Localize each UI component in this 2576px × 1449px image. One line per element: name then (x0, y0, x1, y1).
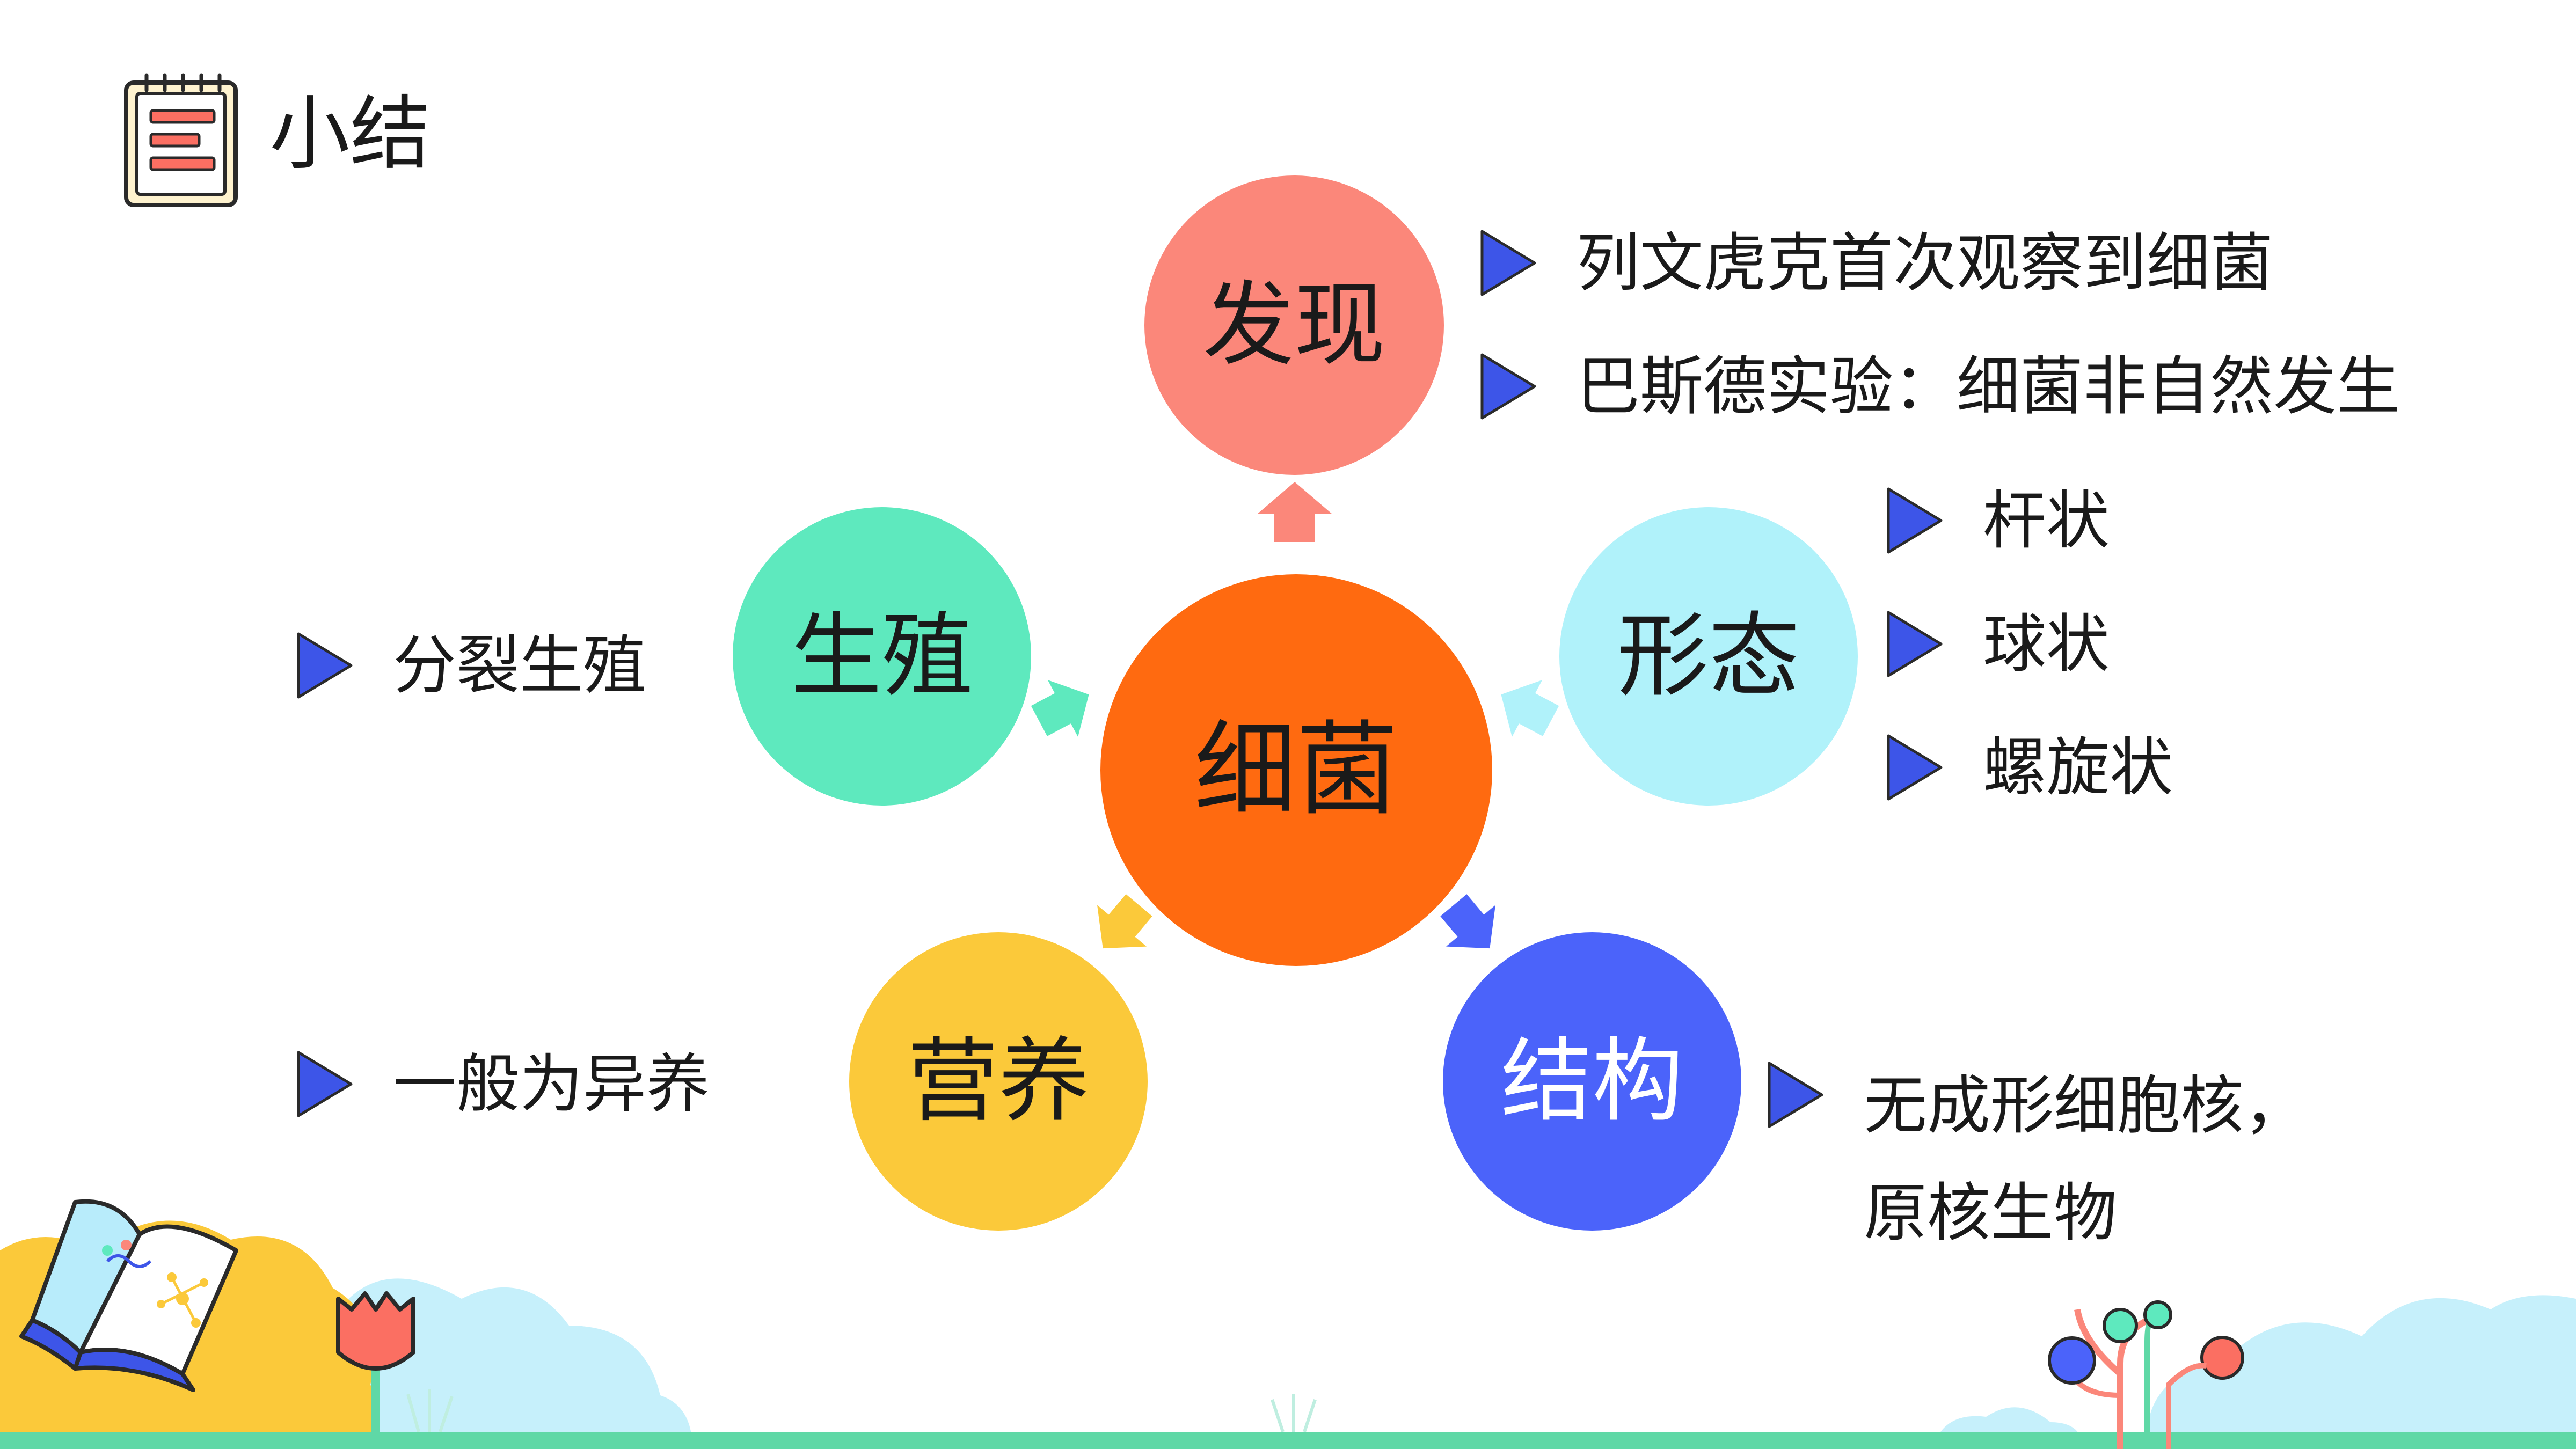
structure-node: 结构 (1443, 932, 1741, 1231)
center-label: 细菌 (1194, 711, 1398, 829)
reproduction-label: 生殖 (790, 603, 973, 709)
structure-point-text: 无成形细胞核， 原核生物 (1864, 1052, 2307, 1267)
reproduction-point: 分裂生殖 (295, 631, 646, 700)
discover-point: 列文虎克首次观察到细菌 (1479, 228, 2273, 298)
bullet-triangle-icon (1887, 734, 1943, 801)
page-title: 小结 (269, 87, 431, 181)
nutrition-label: 营养 (907, 1028, 1090, 1135)
discover-point: 巴斯德实验：细菌非自然发生 (1479, 352, 2400, 421)
book-icon (19, 1199, 238, 1392)
shape-point-text: 杆状 (1983, 484, 2110, 558)
bullet-triangle-icon (1768, 1062, 1823, 1128)
structure-label: 结构 (1500, 1028, 1683, 1135)
bullet-triangle-icon (1887, 611, 1943, 677)
discover-node: 发现 (1144, 175, 1444, 475)
nutrition-node: 营养 (849, 932, 1148, 1231)
shape-label: 形态 (1617, 603, 1800, 709)
shape-point-text: 螺旋状 (1983, 730, 2173, 804)
shape-point: 球状 (1885, 609, 2110, 679)
discover-point-text: 列文虎克首次观察到细菌 (1577, 226, 2274, 300)
notepad-icon (124, 73, 238, 207)
arrow-to-shape (1501, 680, 1559, 737)
bullet-triangle-icon (1480, 230, 1536, 296)
arrow-to-reproduction (1031, 680, 1089, 737)
reproduction-node: 生殖 (733, 507, 1031, 806)
reproduction-point-text: 分裂生殖 (393, 628, 647, 702)
structure-line: 原核生物 (1864, 1176, 2118, 1250)
shape-node: 形态 (1559, 507, 1858, 806)
arrow-to-structure (1440, 894, 1495, 949)
shape-point: 螺旋状 (1885, 733, 2173, 802)
nutrition-point: 一般为异养 (295, 1049, 710, 1119)
shape-point: 杆状 (1885, 486, 2110, 555)
bullet-triangle-icon (297, 632, 353, 699)
center-node: 细菌 (1100, 574, 1492, 966)
discover-label: 发现 (1202, 272, 1385, 378)
bullet-triangle-icon (1480, 353, 1536, 420)
shape-point-text: 球状 (1983, 607, 2110, 681)
tree-icon (2048, 1300, 2244, 1449)
arrow-to-discover (1257, 482, 1332, 542)
arrow-to-nutrition (1097, 894, 1152, 949)
bullet-triangle-icon (1887, 487, 1943, 554)
nutrition-point-text: 一般为异养 (393, 1047, 710, 1121)
structure-line: 无成形细胞核， (1864, 1069, 2308, 1143)
bullet-triangle-icon (297, 1051, 353, 1117)
structure-point (1766, 1060, 1825, 1130)
cloud-right (2147, 1295, 2576, 1449)
discover-point-text: 巴斯德实验：细菌非自然发生 (1577, 349, 2400, 423)
flower-icon (336, 1291, 415, 1449)
